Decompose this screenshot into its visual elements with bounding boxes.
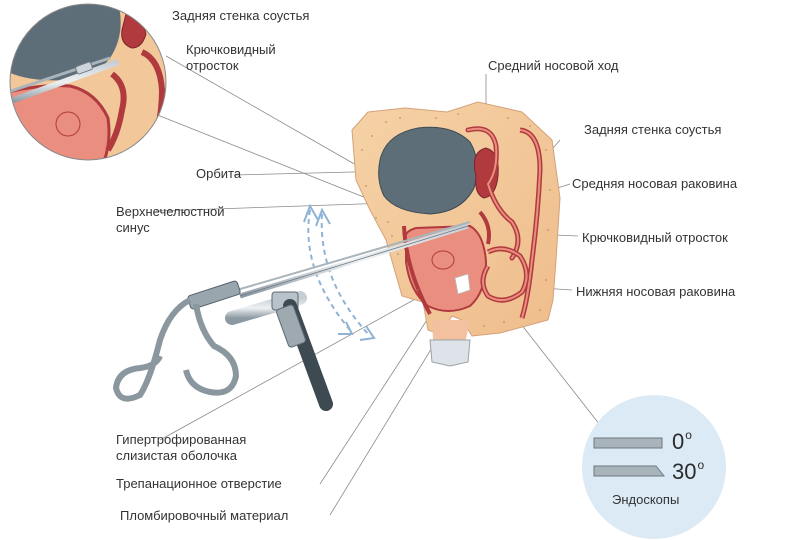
tooth-shape (430, 340, 470, 366)
label-maxillary-line2: синус (116, 220, 150, 235)
label-trepanation: Трепанационное отверстие (116, 476, 282, 491)
trepanation-leader-line (320, 300, 440, 484)
endoscope-30deg-label: 30o (672, 458, 704, 485)
degree-sign-30: o (697, 458, 704, 472)
label-uncinate-top-line2: отросток (186, 58, 239, 73)
endoscope-leader-line (510, 310, 600, 425)
skull-section (352, 102, 560, 366)
label-middle-meatus: Средний носовой ход (488, 58, 619, 73)
endoscope-legend (582, 395, 726, 539)
endoscope-0deg-label: 0o (672, 428, 692, 455)
zoom-inset (8, 2, 170, 170)
label-orbit: Орбита (196, 166, 241, 181)
label-middle-turbinate: Средняя носовая раковина (572, 176, 737, 191)
label-uncinate-right: Крючковидный отросток (582, 230, 728, 245)
endoscope-30deg-value: 30 (672, 459, 696, 484)
motion-arrowhead-top (304, 206, 318, 222)
label-hypertrophied-line1: Гипертрофированная (116, 432, 246, 447)
label-hypertrophied-line2: слизистая оболочка (116, 448, 237, 463)
endoscope-30deg-shape (594, 466, 664, 476)
motion-arc-right (322, 214, 370, 336)
endoscope-legend-title: Эндоскопы (612, 492, 679, 507)
orbit-region (379, 127, 478, 214)
label-uncinate-top-line1: Крючковидный (186, 42, 276, 57)
endoscope-0deg-value: 0 (672, 429, 684, 454)
motion-arrowhead-top-2 (316, 210, 330, 226)
label-filling: Пломбировочный материал (120, 508, 288, 523)
forceps-ring-large (116, 300, 190, 399)
label-posterior-wall-top: Задняя стенка соустья (172, 8, 309, 23)
label-maxillary-line1: Верхнечелюстной (116, 204, 225, 219)
motion-arrowhead-bottom (338, 322, 352, 334)
endoscope-0deg-shape (594, 438, 662, 448)
label-posterior-wall-right: Задняя стенка соустья (584, 122, 721, 137)
degree-sign-0: o (685, 428, 692, 442)
label-inferior-turbinate: Нижняя носовая раковина (576, 284, 735, 299)
filling-material (455, 274, 470, 294)
